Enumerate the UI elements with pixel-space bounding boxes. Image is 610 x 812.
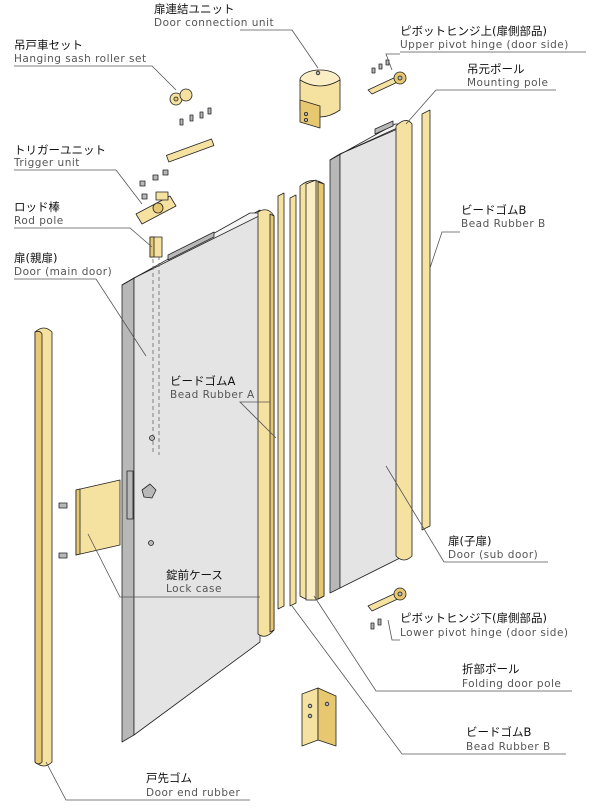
svg-text:吊元ポール: 吊元ポール: [467, 62, 525, 76]
label-door-connection-unit: 扉連結ユニット Door connection unit: [154, 2, 274, 29]
lower-pivot-screws: [370, 618, 382, 630]
lock-case-screws: [58, 502, 68, 559]
svg-text:ピボットヒンジ上(扉側部品): ピボットヒンジ上(扉側部品): [400, 24, 547, 38]
door-connection-unit-part: [299, 69, 341, 129]
svg-text:トリガーユニット: トリガーユニット: [14, 143, 106, 157]
svg-text:ビードゴムA: ビードゴムA: [170, 374, 235, 388]
svg-text:ロッド棒: ロッド棒: [14, 200, 60, 214]
lock-case-part: [75, 479, 121, 556]
svg-text:Bead Rubber B: Bead Rubber B: [466, 741, 551, 753]
trigger-screws: [139, 169, 169, 200]
leader-rod-pole: [14, 227, 153, 248]
svg-text:Door end rubber: Door end rubber: [146, 787, 240, 799]
svg-text:Trigger unit: Trigger unit: [13, 157, 80, 169]
label-lower-pivot-hinge: ピボットヒンジ下(扉側部品) Lower pivot hinge (door s…: [400, 611, 569, 639]
upper-pivot-hinge-part: [367, 71, 407, 95]
label-sub-door: 扉(子扉) Door (sub door): [448, 534, 538, 561]
svg-text:戸先ゴム: 戸先ゴム: [146, 771, 192, 785]
label-main-door: 扉(親扉) Door (main door): [14, 251, 112, 278]
main-door-part: [121, 209, 266, 743]
label-rod-pole: ロッド棒 Rod pole: [14, 200, 64, 227]
leader-door-end-rubber: [45, 761, 250, 801]
mounting-pole-part: [374, 120, 413, 561]
svg-text:Lock case: Lock case: [166, 583, 222, 595]
svg-text:Bead Rubber B: Bead Rubber B: [461, 218, 546, 230]
svg-text:扉(親扉): 扉(親扉): [14, 251, 57, 265]
leader-lower-pivot: [387, 619, 400, 641]
bead-rubber-b-part: [421, 109, 431, 531]
hanging-sash-screws: [179, 107, 212, 126]
label-folding-door-pole: 折部ポール Folding door pole: [462, 662, 561, 690]
svg-text:扉(子扉): 扉(子扉): [448, 534, 491, 548]
svg-text:ピボットヒンジ下(扉側部品): ピボットヒンジ下(扉側部品): [400, 611, 547, 625]
leader-lock-case: [87, 533, 260, 598]
leader-bead-b-upper: [429, 231, 460, 269]
leader-door-connection: [240, 29, 319, 69]
leader-folding-pole: [313, 595, 572, 692]
leader-bead-b-lower: [291, 605, 566, 755]
bead-rubber-strip-left: [277, 192, 285, 610]
label-door-end-rubber: 戸先ゴム Door end rubber: [146, 771, 240, 799]
leader-upper-pivot: [385, 53, 400, 71]
svg-text:Hanging sash roller set: Hanging sash roller set: [14, 53, 147, 65]
leader-hanging-sash: [14, 65, 177, 91]
svg-text:Rod pole: Rod pole: [14, 215, 64, 227]
folding-door-pole-part: [299, 179, 325, 601]
lower-bracket-part: [301, 687, 337, 747]
svg-text:Upper pivot hinge (door side): Upper pivot hinge (door side): [400, 39, 569, 51]
svg-text:Door (main door): Door (main door): [14, 266, 112, 278]
leader-bead-a: [239, 401, 277, 439]
hanging-sash-roller-part: [166, 88, 215, 163]
bead-rubber-a-part: [257, 209, 275, 637]
leader-mounting-pole: [405, 89, 465, 125]
label-bead-rubber-b-upper: ビードゴムB Bead Rubber B: [461, 203, 546, 230]
svg-text:折部ポール: 折部ポール: [462, 662, 520, 676]
label-mounting-pole: 吊元ポール Mounting pole: [465, 62, 556, 91]
svg-text:扉連結ユニット: 扉連結ユニット: [154, 2, 235, 16]
label-bead-rubber-b-lower: ビードゴムB Bead Rubber B: [466, 725, 551, 753]
upper-pivot-screws: [371, 59, 390, 74]
label-bead-rubber-a: ビードゴムA Bead Rubber A: [170, 374, 255, 401]
svg-text:Lower pivot hinge (door side): Lower pivot hinge (door side): [400, 627, 569, 639]
label-hanging-sash-roller: 吊戸車セット Hanging sash roller set: [14, 38, 147, 65]
leader-trigger: [14, 169, 143, 205]
sub-door-part: [329, 123, 407, 594]
label-lock-case: 錠前ケース Lock case: [166, 568, 223, 595]
svg-text:Door connection unit: Door connection unit: [154, 17, 274, 29]
leader-main-door: [14, 278, 147, 357]
label-upper-pivot-hinge: ピボットヒンジ上(扉側部品) Upper pivot hinge (door s…: [400, 24, 586, 53]
lower-pivot-hinge-part: [367, 587, 407, 612]
trigger-unit-part: [135, 191, 177, 225]
door-end-rubber-part: [34, 327, 53, 767]
svg-text:Bead Rubber A: Bead Rubber A: [170, 389, 255, 401]
svg-text:ビードゴムB: ビードゴムB: [466, 725, 531, 739]
svg-text:Folding door pole: Folding door pole: [462, 678, 561, 690]
svg-text:Door (sub door): Door (sub door): [448, 549, 538, 561]
svg-text:ビードゴムB: ビードゴムB: [461, 203, 526, 217]
leader-sub-door: [385, 465, 548, 563]
svg-text:吊戸車セット: 吊戸車セット: [14, 38, 83, 52]
label-trigger-unit: トリガーユニット Trigger unit: [13, 143, 106, 169]
bead-rubber-strip-mid: [289, 194, 297, 607]
svg-text:錠前ケース: 錠前ケース: [166, 568, 223, 582]
leader-lines: [14, 29, 572, 801]
svg-text:Mounting pole: Mounting pole: [467, 77, 548, 89]
